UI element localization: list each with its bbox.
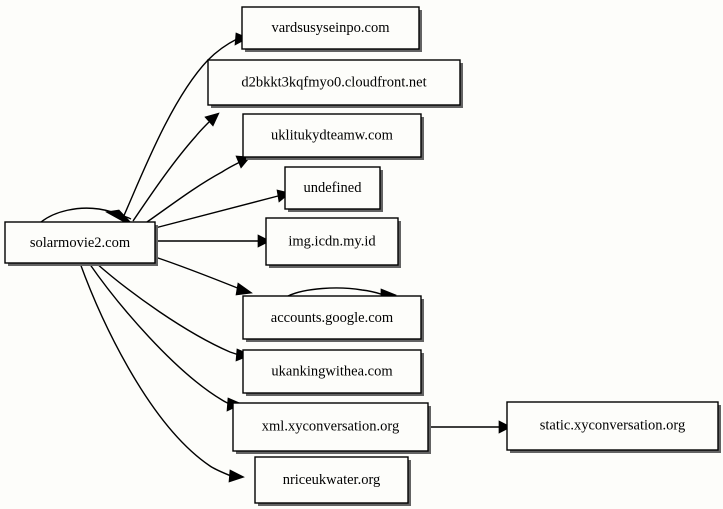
edge-xmlxyconv-to-staticxyconv (428, 420, 512, 434)
edge-solarmovie2-to-ukankingwithea (95, 262, 252, 362)
node-label-solarmovie2: solarmovie2.com (30, 235, 131, 251)
edge-solarmovie2-to-nriceukwater (79, 262, 245, 483)
node-layer: solarmovie2.com vardsusyseinpo.com d2bkk… (4, 6, 721, 506)
edge-solarmovie2-to-cloudfront (132, 112, 220, 222)
node-label-cloudfront: d2bkkt3kqfmyo0.cloudfront.net (241, 74, 426, 90)
node-label-ukankingwithea: ukankingwithea.com (271, 363, 393, 379)
node-xmlxyconv[interactable]: xml.xyconversation.org (232, 402, 431, 454)
node-cloudfront[interactable]: d2bkkt3kqfmyo0.cloudfront.net (207, 59, 463, 108)
node-label-nriceukwater: nriceukwater.org (283, 472, 381, 488)
node-staticxyconv[interactable]: static.xyconversation.org (506, 401, 721, 453)
node-label-imgicdn: img.icdn.my.id (288, 233, 376, 249)
node-nriceukwater[interactable]: nriceukwater.org (254, 456, 411, 506)
node-accountsgoogle[interactable]: accounts.google.com (242, 295, 424, 342)
edge-solarmovie2-to-imgicdn (155, 234, 271, 248)
node-solarmovie2[interactable]: solarmovie2.com (4, 221, 158, 266)
node-vardsusyseinpo[interactable]: vardsusyseinpo.com (241, 6, 422, 52)
node-label-vardsusyseinpo: vardsusyseinpo.com (272, 20, 391, 36)
node-label-accountsgoogle: accounts.google.com (271, 310, 394, 326)
node-label-uklitukydteamw: uklitukydteamw.com (271, 127, 394, 143)
node-imgicdn[interactable]: img.icdn.my.id (265, 217, 401, 268)
node-label-xmlxyconv: xml.xyconversation.org (262, 418, 399, 434)
node-label-staticxyconv: static.xyconversation.org (540, 417, 686, 433)
node-undefined[interactable]: undefined (284, 166, 383, 212)
edge-solarmovie2-to-accountsgoogle (154, 256, 253, 296)
node-ukankingwithea[interactable]: ukankingwithea.com (242, 349, 424, 396)
edge-solarmovie2-to-uklitukydteamw (146, 155, 251, 223)
node-uklitukydteamw[interactable]: uklitukydteamw.com (242, 113, 424, 160)
node-label-undefined: undefined (304, 180, 363, 196)
